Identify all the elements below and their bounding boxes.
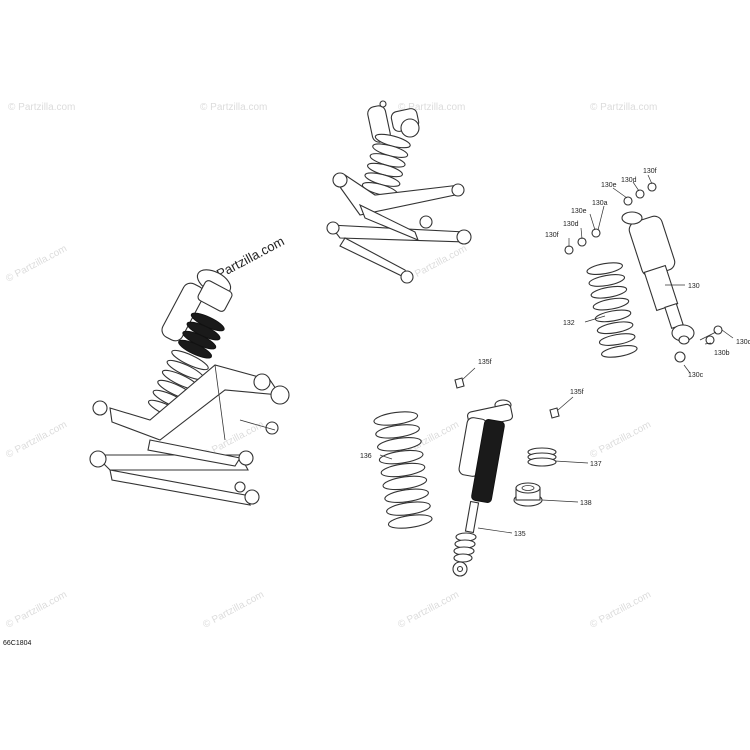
watermark: © Partzilla.com xyxy=(4,589,69,630)
callout-132: 132 xyxy=(563,320,575,327)
callout-130e: 130e xyxy=(601,182,617,189)
nut xyxy=(564,245,574,255)
callout-135f: 135f xyxy=(570,389,584,396)
spring-136 xyxy=(373,411,433,529)
adapter-138 xyxy=(513,482,543,507)
top-suspension-assembly xyxy=(326,100,472,284)
washer xyxy=(705,335,715,345)
callout-130e: 130e xyxy=(571,208,587,215)
watermark: © Partzilla.com xyxy=(398,102,465,113)
watermark: © Partzilla.com xyxy=(588,589,653,630)
callout-130d: 130d xyxy=(621,177,637,184)
watermarks: © Partzilla.com © Partzilla.com © Partzi… xyxy=(4,102,657,631)
watermark: © Partzilla.com xyxy=(588,419,653,460)
watermark: © Partzilla.com xyxy=(200,102,267,113)
spring-132 xyxy=(586,262,638,358)
nut xyxy=(647,182,657,192)
callout-labels: 130f 130d 130e 130a 130e 130d 130f 132 1… xyxy=(360,168,750,538)
callout-130c: 130c xyxy=(736,339,750,346)
watermark: © Partzilla.com xyxy=(4,419,69,460)
watermark: © Partzilla.com xyxy=(404,243,469,284)
callout-130: 130 xyxy=(688,283,700,290)
left-suspension-assembly xyxy=(89,269,290,506)
callout-136: 136 xyxy=(360,453,372,460)
bolt xyxy=(454,377,465,389)
spacer-137 xyxy=(527,447,557,467)
washer xyxy=(577,237,587,247)
washer xyxy=(591,228,601,238)
watermark: © Partzilla.com xyxy=(8,102,75,113)
washer xyxy=(635,189,645,199)
callout-130f: 130f xyxy=(643,168,657,175)
watermark: © Partzilla.com xyxy=(201,589,266,630)
diagram-reference-code: 66C1804 xyxy=(3,640,32,647)
bolt xyxy=(549,407,560,419)
washer xyxy=(674,351,686,363)
leader-lines xyxy=(379,174,734,534)
callout-138: 138 xyxy=(580,500,592,507)
shock-130-assembly xyxy=(564,182,723,363)
watermark: © Partzilla.com xyxy=(590,102,657,113)
callout-130f: 130f xyxy=(545,232,559,239)
washer xyxy=(623,196,633,206)
callout-130b: 130b xyxy=(714,350,730,357)
callout-130c: 130c xyxy=(688,372,704,379)
shock-135 xyxy=(452,377,560,577)
watermark: © Partzilla.com xyxy=(396,589,461,630)
callout-135: 135 xyxy=(514,531,526,538)
callout-135f: 135f xyxy=(478,359,492,366)
callout-130a: 130a xyxy=(592,200,608,207)
callout-130d: 130d xyxy=(563,221,579,228)
callout-137: 137 xyxy=(590,461,602,468)
watermark: © Partzilla.com xyxy=(4,243,69,284)
